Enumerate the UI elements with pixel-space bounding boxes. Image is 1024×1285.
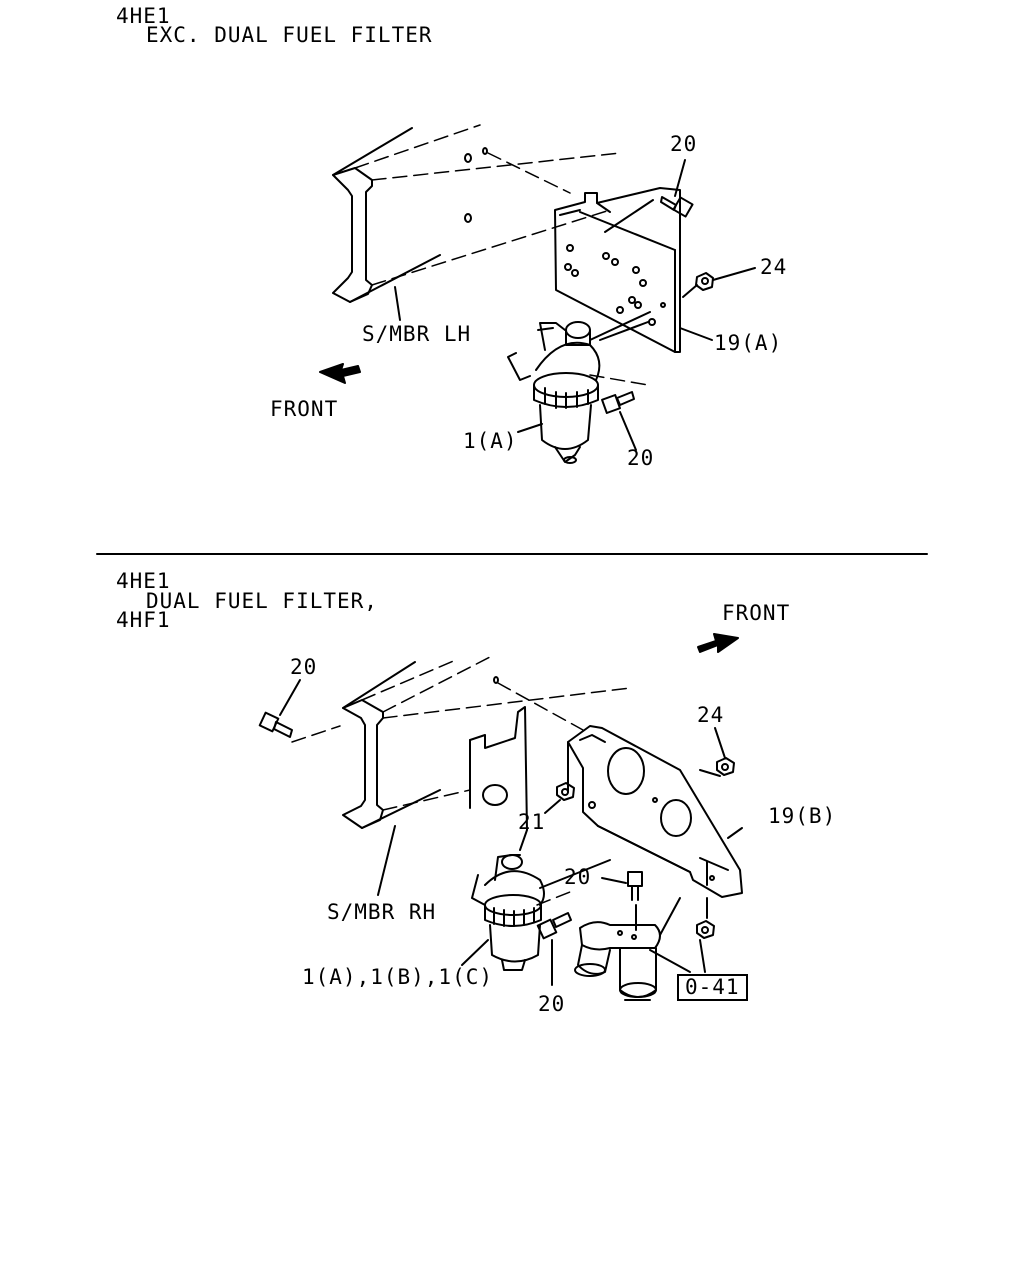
bottom-bolt-mid [601, 871, 643, 901]
top-label-filter: 1(A) [463, 429, 518, 453]
top-bracket-19a [554, 187, 681, 353]
bottom-frame-side-member [342, 656, 631, 896]
bottom-label-nut: 24 [697, 703, 725, 727]
bottom-nut-24 [714, 727, 735, 776]
bottom-nut-lower [696, 897, 715, 939]
top-label-bolt-upper: 20 [670, 132, 698, 156]
bottom-nut-21 [544, 782, 575, 814]
top-bolt-upper [660, 159, 694, 218]
bottom-label-bolt-left: 20 [290, 655, 318, 679]
bottom-label-bracket: 19(B) [768, 804, 837, 828]
bottom-label-bolt-mid: 20 [564, 865, 592, 889]
top-frame-side-member [332, 124, 621, 321]
bottom-bolt-left [258, 679, 341, 743]
top-label-nut: 24 [760, 255, 788, 279]
bottom-front-arrow [697, 633, 739, 653]
top-heading-variant: EXC. DUAL FUEL FILTER [146, 23, 433, 47]
bottom-label-front: FRONT [722, 601, 791, 625]
top-label-side-member: S/MBR LH [362, 322, 472, 346]
reference-box[interactable]: 0-41 [677, 974, 748, 1001]
bottom-label-nut-inner: 21 [518, 810, 546, 834]
bottom-bolt-lower [536, 912, 572, 986]
top-front-arrow [319, 363, 361, 384]
bottom-label-filters: 1(A),1(B),1(C) [302, 965, 494, 989]
top-label-front: FRONT [270, 397, 339, 421]
bottom-heading-model-2: 4HF1 [116, 608, 171, 632]
top-label-bolt-lower: 20 [627, 446, 655, 470]
bottom-label-side-member: S/MBR RH [327, 900, 437, 924]
bottom-heading-model-1: 4HE1 [116, 569, 171, 593]
top-heading-model: 4HE1 [116, 4, 171, 28]
bottom-heading-variant: DUAL FUEL FILTER, [146, 589, 378, 613]
top-filter-1a [507, 311, 651, 464]
bottom-filter-assembly [461, 854, 611, 971]
bottom-label-bolt-lower: 20 [538, 992, 566, 1016]
bottom-secondary-filter [574, 897, 706, 1001]
top-label-bracket: 19(A) [714, 331, 783, 355]
top-nut [682, 267, 756, 298]
top-bolt-lower [601, 391, 637, 451]
bottom-bracket-19b [567, 725, 743, 898]
